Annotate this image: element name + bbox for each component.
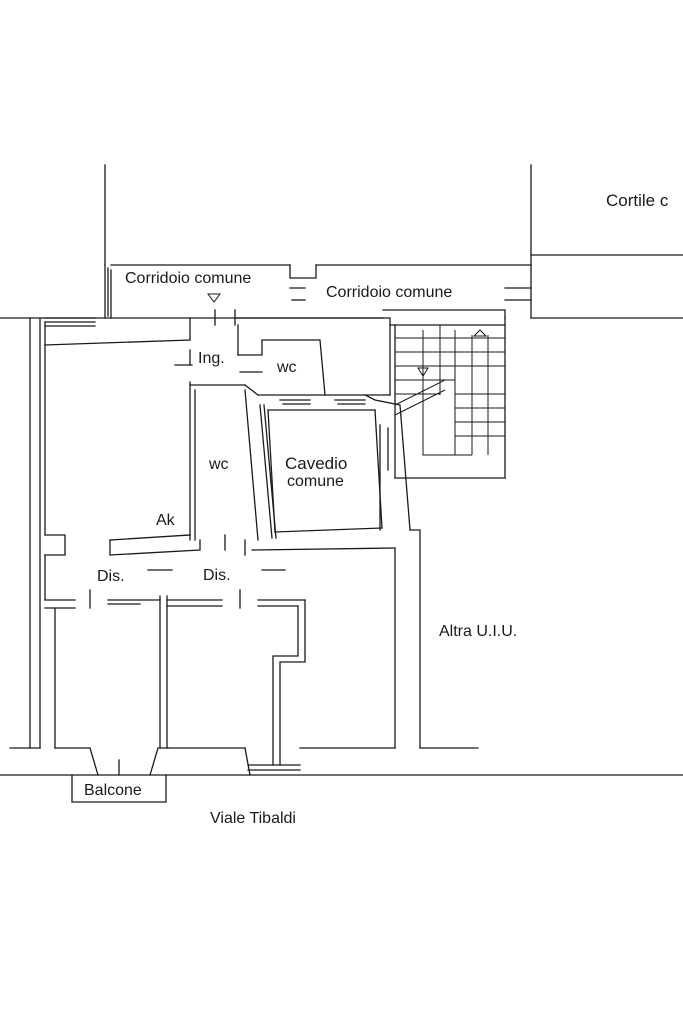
common-corridor [0, 264, 532, 319]
staircase [389, 317, 506, 479]
apartment-outer-walls [0, 317, 683, 776]
corridoio-label-2: Corridoio comune [326, 284, 452, 301]
room-labels: Cortile c Corridoio comune Corridoio com… [84, 191, 669, 827]
balcony [71, 759, 167, 803]
windows [44, 267, 366, 771]
dis-label-2: Dis. [203, 567, 231, 584]
ingresso-label: Ing. [198, 350, 225, 367]
cavedio-label: Cavedio [285, 454, 347, 473]
street-label: Viale Tibaldi [210, 810, 296, 827]
wc-label-2: wc [208, 456, 229, 473]
dis-label-1: Dis. [97, 568, 125, 585]
interior-walls [89, 309, 479, 766]
corridoio-label-1: Corridoio comune [125, 270, 251, 287]
altra-uiu-label: Altra U.I.U. [439, 623, 517, 640]
wc-label-1: wc [276, 359, 297, 376]
balcone-label: Balcone [84, 782, 142, 799]
ak-label: Ak [156, 512, 176, 529]
cortile-label: Cortile c [606, 191, 669, 210]
cavedio-comune-label: comune [287, 473, 344, 490]
